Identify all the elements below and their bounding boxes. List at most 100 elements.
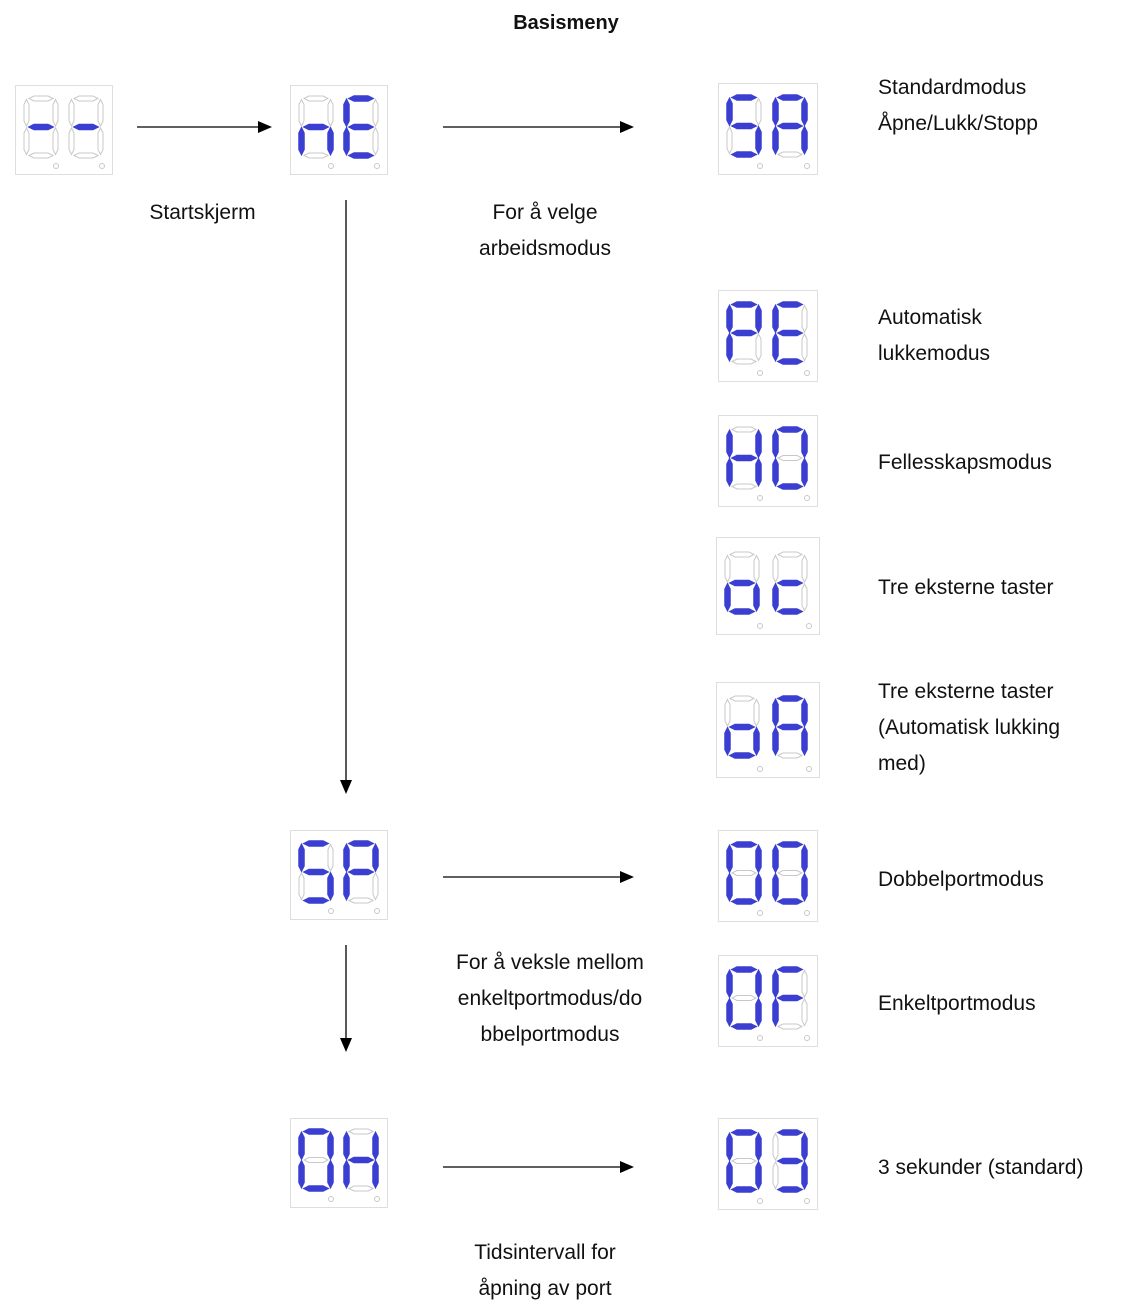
segment-b: [755, 843, 762, 874]
segment-e: [724, 582, 731, 613]
segment-d: [730, 898, 758, 905]
segment-b: [327, 1130, 334, 1161]
segment-a: [730, 841, 758, 848]
segment-c: [801, 457, 808, 488]
segment-d: [728, 752, 756, 759]
segment-a: [730, 94, 758, 101]
decimal-point: [804, 910, 810, 916]
decimal-point: [804, 1035, 810, 1041]
segment-g: [728, 579, 756, 587]
decimal-point: [757, 163, 763, 169]
display-of: [718, 955, 818, 1047]
segment-a: [347, 840, 375, 847]
label-line: Tre eksterne taster: [878, 680, 1054, 703]
segment-e: [772, 125, 779, 156]
segment-a: [302, 1128, 330, 1135]
segment-f: [298, 1130, 305, 1161]
segment-g: [728, 723, 756, 731]
segment-f: [772, 303, 779, 334]
label-line: For å velge: [492, 201, 598, 224]
label-line: Dobbelportmodus: [878, 868, 1044, 891]
decimal-point: [328, 1196, 334, 1202]
segment-c: [372, 126, 379, 156]
segment-e: [772, 872, 779, 903]
segment-f: [23, 98, 30, 128]
label-line: Automatisk: [878, 306, 982, 329]
segment-e: [726, 872, 733, 903]
segment-e: [772, 457, 779, 488]
segment-a: [730, 301, 758, 308]
segment-g: [27, 123, 55, 131]
segment-g: [776, 723, 804, 731]
segment-e: [724, 726, 731, 757]
segment-f: [772, 554, 779, 584]
segment-f: [772, 968, 779, 999]
label-line: enkeltportmodus/do: [457, 987, 643, 1010]
segment-a: [302, 840, 330, 847]
segment-d: [730, 151, 758, 158]
segment-f: [772, 428, 779, 459]
display-oh: [290, 1118, 388, 1208]
segment-d: [347, 1185, 375, 1192]
segment-f: [724, 554, 731, 584]
label-line: Standardmodus: [878, 76, 1027, 99]
segment-e: [343, 126, 350, 157]
label-line: Åpne/Lukk/Stopp: [878, 112, 1038, 135]
display-ho: [718, 415, 818, 507]
segment-f: [343, 97, 350, 128]
segment-c: [755, 872, 762, 903]
segment-g: [302, 868, 330, 876]
label-line: Tre eksterne taster: [878, 576, 1054, 599]
label-line: lukkemodus: [878, 342, 991, 365]
display-o3: [718, 1118, 818, 1210]
segment-d: [776, 483, 804, 490]
seven-segment-glyphs: [726, 841, 810, 916]
segment-a: [776, 426, 804, 433]
segment-e: [772, 997, 779, 1028]
segment-c: [52, 126, 59, 156]
seven-segment-glyphs: [726, 966, 810, 1041]
segment-b: [52, 98, 59, 128]
segment-a: [776, 551, 804, 558]
decimal-point: [328, 908, 334, 914]
segment-f: [726, 428, 733, 459]
segment-a: [72, 95, 100, 102]
segment-g: [776, 455, 804, 461]
segment-d: [776, 151, 804, 158]
segment-e: [343, 1159, 350, 1190]
segment-c: [801, 582, 808, 612]
segment-d: [776, 1023, 804, 1030]
segment-d: [72, 152, 100, 159]
segment-a: [776, 966, 804, 973]
label-line: Tidsintervall for: [474, 1241, 616, 1264]
label-oo: Dobbelportmodus: [878, 862, 1044, 898]
segment-b: [755, 303, 762, 334]
segment-c: [372, 871, 379, 901]
segment-a: [730, 1129, 758, 1136]
label-o3: 3 sekunder (standard): [878, 1150, 1083, 1186]
seven-segment-glyphs: [23, 95, 105, 169]
segment-b: [372, 1130, 379, 1161]
seven-segment-glyphs: [726, 426, 810, 501]
decimal-point: [757, 766, 763, 772]
segment-b: [755, 968, 762, 999]
segment-g: [730, 1158, 758, 1164]
segment-a: [730, 966, 758, 973]
seven-segment-glyphs: [726, 94, 810, 169]
decimal-point: [757, 623, 763, 629]
label-oc: Tre eksterne taster: [878, 570, 1053, 606]
decimal-point: [757, 910, 763, 916]
label-line: åpning av port: [478, 1277, 612, 1300]
decimal-point: [99, 163, 105, 169]
segment-g: [776, 122, 804, 130]
seven-segment-glyphs: [298, 95, 380, 169]
segment-b: [801, 304, 808, 334]
segment-g: [776, 870, 804, 876]
label-line: bbelportmodus: [480, 1023, 620, 1046]
segment-a: [776, 301, 804, 308]
segment-b: [755, 428, 762, 459]
segment-f: [298, 842, 305, 873]
segment-f: [772, 96, 779, 127]
segment-d: [776, 608, 804, 615]
segment-f: [726, 1131, 733, 1162]
